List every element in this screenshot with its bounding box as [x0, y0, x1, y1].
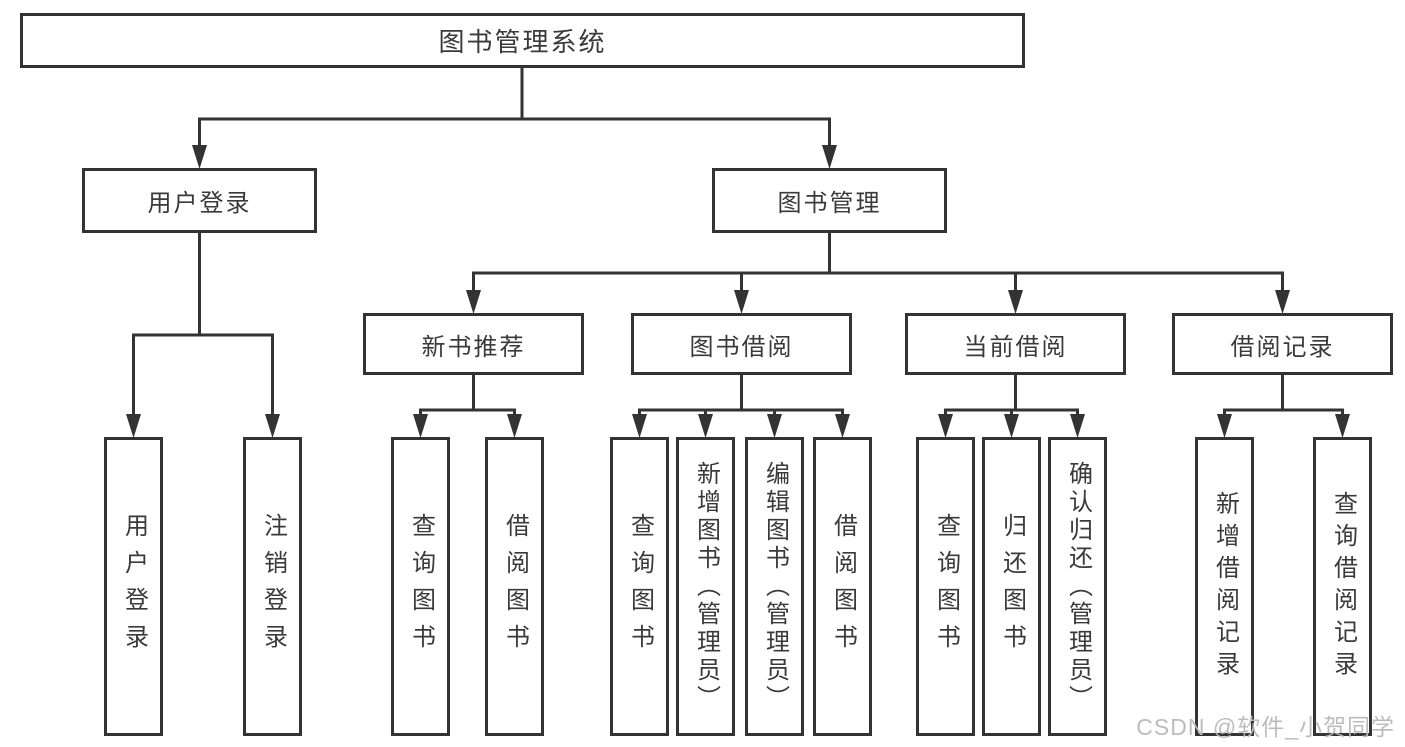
leaf-return-books: 归还图书 [982, 437, 1041, 736]
leaf-add-books-admin: 新增图书（管理员） [676, 437, 735, 736]
leaf-confirm-return-admin: 确认归还（管理员） [1048, 437, 1107, 736]
leaf-query-books-borrow: 查询图书 [610, 437, 669, 736]
node-book-borrow: 图书借阅 [631, 313, 852, 375]
node-book-management: 图书管理 [712, 168, 947, 233]
leaf-borrow-books-recommend: 借阅图书 [485, 437, 544, 736]
leaf-query-books-current: 查询图书 [916, 437, 975, 736]
leaf-logout: 注销登录 [243, 437, 302, 736]
csdn-watermark: CSDN @软件_小贺同学 [1136, 714, 1395, 740]
leaf-query-borrow-record: 查询借阅记录 [1313, 437, 1372, 736]
leaf-borrow-books: 借阅图书 [813, 437, 872, 736]
node-current-borrow: 当前借阅 [905, 313, 1126, 375]
leaf-query-books-recommend: 查询图书 [391, 437, 450, 736]
leaf-edit-books-admin: 编辑图书（管理员） [745, 437, 804, 736]
node-borrow-records: 借阅记录 [1172, 313, 1393, 375]
leaf-add-borrow-record: 新增借阅记录 [1195, 437, 1254, 736]
node-library-management-system: 图书管理系统 [20, 13, 1025, 68]
node-new-book-recommend: 新书推荐 [363, 313, 584, 375]
node-user-login: 用户登录 [82, 168, 317, 233]
leaf-user-login: 用户登录 [104, 437, 163, 736]
